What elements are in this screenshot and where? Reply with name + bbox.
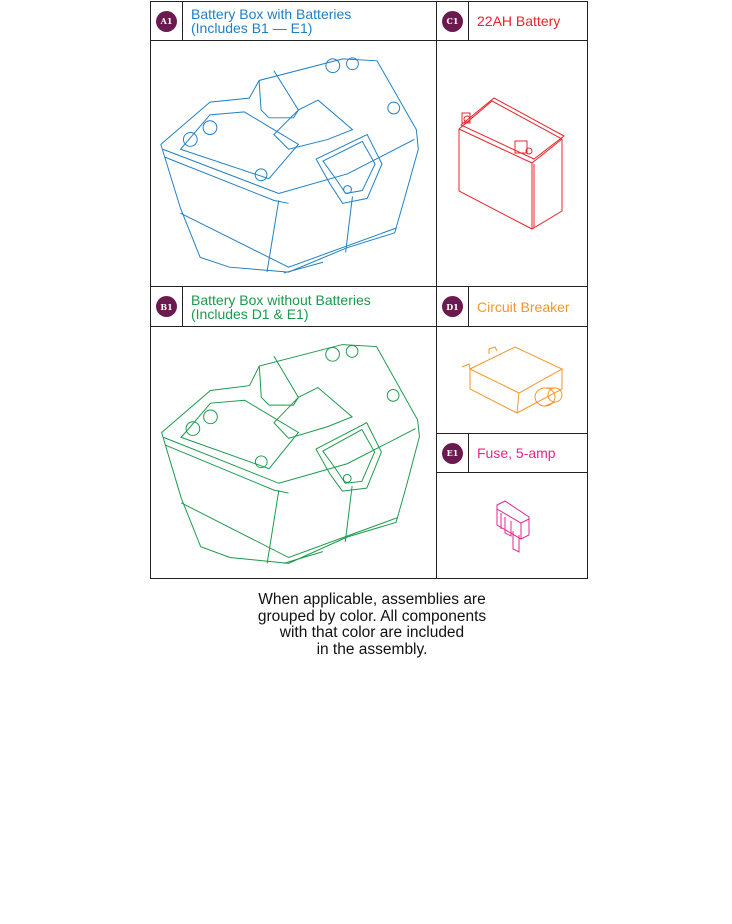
part-name: 22AH Battery (477, 13, 561, 29)
part-header-a1: A1 Battery Box with Batteries (Includes … (151, 2, 436, 41)
part-image-d1 (437, 327, 587, 434)
part-image-e1 (437, 473, 587, 578)
badge-cell: C1 (437, 2, 469, 40)
part-name: Battery Box with Batteries (191, 6, 352, 22)
fuse-pink-drawing (496, 500, 530, 553)
part-image-c1 (437, 41, 587, 287)
part-label-e1: Fuse, 5-amp (477, 434, 556, 472)
note-line: in the assembly. (316, 640, 428, 658)
part-header-d1: D1 Circuit Breaker (437, 287, 587, 327)
circuit-breaker-orange-drawing (461, 346, 564, 414)
badge-cell: D1 (437, 287, 469, 326)
part-image-a1 (151, 41, 436, 287)
assembly-color-note: When applicable, assemblies are grouped … (240, 591, 504, 658)
part-label-a1: Battery Box with Batteries (Includes B1 … (191, 2, 351, 40)
badge-c1: C1 (442, 10, 463, 32)
badge-d1: D1 (442, 296, 463, 317)
note-line: When applicable, assemblies are (258, 591, 486, 608)
part-label-d1: Circuit Breaker (477, 287, 570, 326)
battery-box-blue-drawing (160, 57, 419, 274)
badge-b1: B1 (156, 296, 177, 317)
part-name: Circuit Breaker (477, 298, 570, 315)
part-header-e1: E1 Fuse, 5-amp (437, 434, 587, 473)
battery-box-green-drawing (161, 344, 420, 564)
badge-cell: A1 (151, 2, 183, 40)
part-includes: (Includes D1 & E1) (191, 305, 309, 322)
part-header-c1: C1 22AH Battery (437, 2, 587, 41)
part-image-b1 (151, 327, 436, 579)
column-divider (436, 2, 437, 578)
note-line: with that color are included (279, 624, 465, 641)
badge-a1: A1 (156, 10, 177, 32)
battery-red-drawing (458, 97, 565, 230)
part-name: Battery Box without Batteries (191, 291, 371, 308)
badge-e1: E1 (442, 442, 463, 464)
part-label-b1: Battery Box without Batteries (Includes … (191, 287, 371, 326)
part-name: Fuse, 5-amp (477, 445, 556, 461)
badge-cell: B1 (151, 287, 183, 326)
part-header-b1: B1 Battery Box without Batteries (Includ… (151, 287, 436, 327)
part-label-c1: 22AH Battery (477, 2, 560, 40)
badge-cell: E1 (437, 434, 469, 472)
part-includes: (Includes B1 — E1) (191, 20, 313, 36)
parts-grid: A1 Battery Box with Batteries (Includes … (150, 1, 588, 579)
note-line: grouped by color. All components (257, 607, 487, 625)
